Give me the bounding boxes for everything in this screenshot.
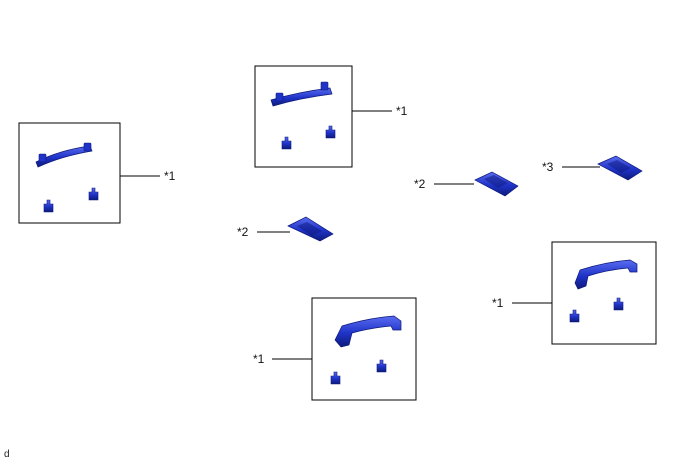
part-cover-top-right: *3 [542,155,643,181]
clip [281,136,292,150]
callout-label: *1 [164,169,176,183]
clip [325,125,336,139]
clip [376,359,387,373]
figure-code: d [4,449,10,460]
clip [613,297,624,311]
assist-grip-thin [35,142,93,168]
part-group-1: *1 [18,122,176,224]
part-frame [18,122,121,224]
clip [569,309,580,323]
part-cover-right: *2 [414,171,519,197]
assist-grip-thin [270,81,333,107]
callout-label: *2 [237,225,249,239]
clip [43,199,54,213]
callout-label: *3 [542,160,554,174]
part-group-4: *1 [253,297,417,401]
assist-grip-thick [334,315,402,348]
part-frame [254,65,353,168]
assist-grip-thick [574,259,638,290]
callout-label: *2 [414,177,426,191]
part-group-3: *1 [492,241,657,345]
part-group-2: *1 [254,65,408,168]
callout-label: *1 [253,352,265,366]
clip [88,187,99,201]
part-frame [551,241,657,345]
callout-label: *1 [396,104,408,118]
clip [330,371,341,385]
callout-label: *1 [492,296,504,310]
part-frame [311,297,417,401]
part-cover-left: *2 [237,216,334,242]
